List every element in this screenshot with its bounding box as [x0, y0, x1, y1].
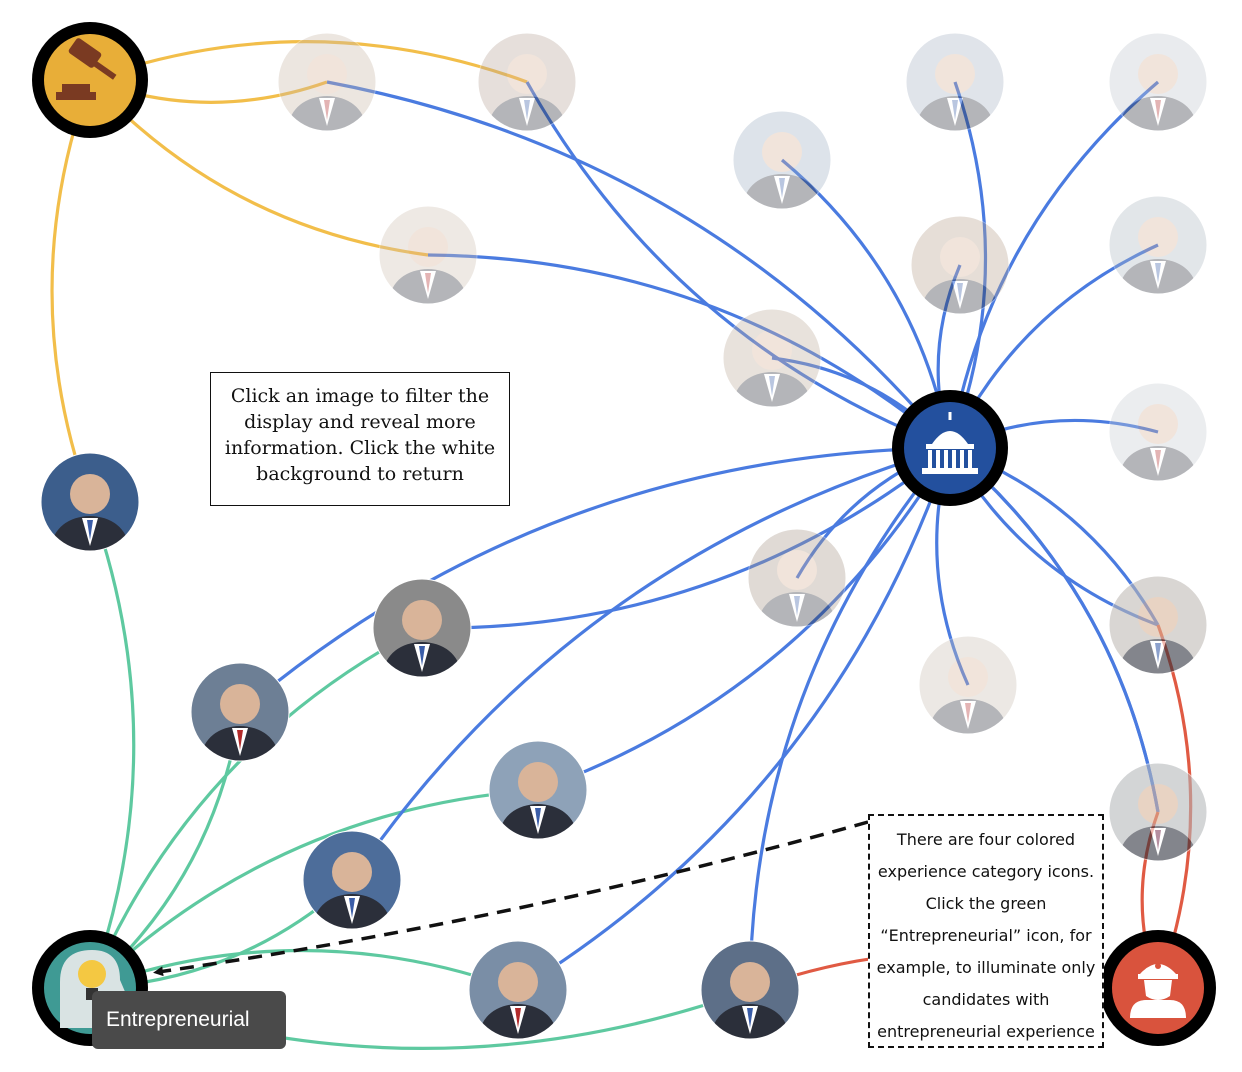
candidate-avatar-c23[interactable] [700, 940, 800, 1064]
edge-c19-government [238, 446, 951, 714]
candidate-avatar-c17[interactable] [40, 452, 140, 576]
gavel-icon [56, 38, 117, 100]
candidate-avatar-c19[interactable] [190, 662, 290, 786]
instructions-box: Click an image to filter the display and… [210, 372, 510, 506]
candidate-avatar-c15[interactable] [1108, 575, 1208, 699]
category-hub-law[interactable] [32, 22, 148, 138]
edge-c04-government [948, 80, 1160, 449]
candidate-avatar-c18[interactable] [372, 578, 472, 702]
candidate-avatar-c16[interactable] [1108, 762, 1208, 886]
candidate-avatar-c02[interactable] [477, 32, 577, 156]
edge-c17-entrepreneurial [88, 501, 136, 989]
hint-arrow [153, 820, 869, 977]
candidate-avatar-c13[interactable] [918, 635, 1018, 759]
capitol-building-icon [922, 412, 978, 474]
candidate-avatar-c11[interactable] [747, 528, 847, 652]
candidate-avatar-c05[interactable] [732, 110, 832, 234]
candidate-avatar-c21[interactable] [302, 830, 402, 954]
candidate-avatar-c09[interactable] [722, 308, 822, 432]
edge-c18-government [421, 446, 951, 630]
edge-c17-law [50, 79, 92, 503]
candidate-avatar-c01[interactable] [277, 32, 377, 156]
edge-c23-government [748, 446, 952, 991]
candidate-avatar-c14[interactable] [1108, 762, 1208, 886]
edge-c22-entrepreneurial [89, 948, 519, 992]
edge-c20-government [537, 447, 952, 792]
soldier-icon [1130, 963, 1186, 1018]
edge-c21-government [350, 446, 951, 881]
hint-box: There are four colored experience catego… [868, 814, 1104, 1048]
edge-c16-government [948, 446, 1160, 813]
edge-c01-government [326, 80, 952, 450]
categories-layer [32, 22, 1216, 1046]
candidate-avatar-c07[interactable] [378, 205, 478, 329]
candidate-avatar-c03[interactable] [905, 32, 1005, 156]
candidate-avatar-c04[interactable] [1108, 32, 1208, 156]
candidate-avatar-c12[interactable] [1108, 575, 1208, 699]
candidates-layer [40, 32, 1208, 1064]
candidate-avatar-c22[interactable] [468, 940, 568, 1064]
edge-c07-government [427, 253, 952, 450]
category-hub-military[interactable] [1100, 930, 1216, 1046]
edge-c20-entrepreneurial [88, 788, 539, 990]
candidate-avatar-c08[interactable] [1108, 195, 1208, 319]
candidate-avatar-c10[interactable] [1108, 382, 1208, 506]
candidate-avatar-c20[interactable] [488, 740, 588, 864]
candidate-avatar-c06[interactable] [910, 215, 1010, 339]
edge-c02-law [89, 40, 528, 84]
category-hub-government[interactable] [892, 390, 1008, 506]
entrepreneurial-tooltip: Entrepreneurial [92, 991, 286, 1049]
